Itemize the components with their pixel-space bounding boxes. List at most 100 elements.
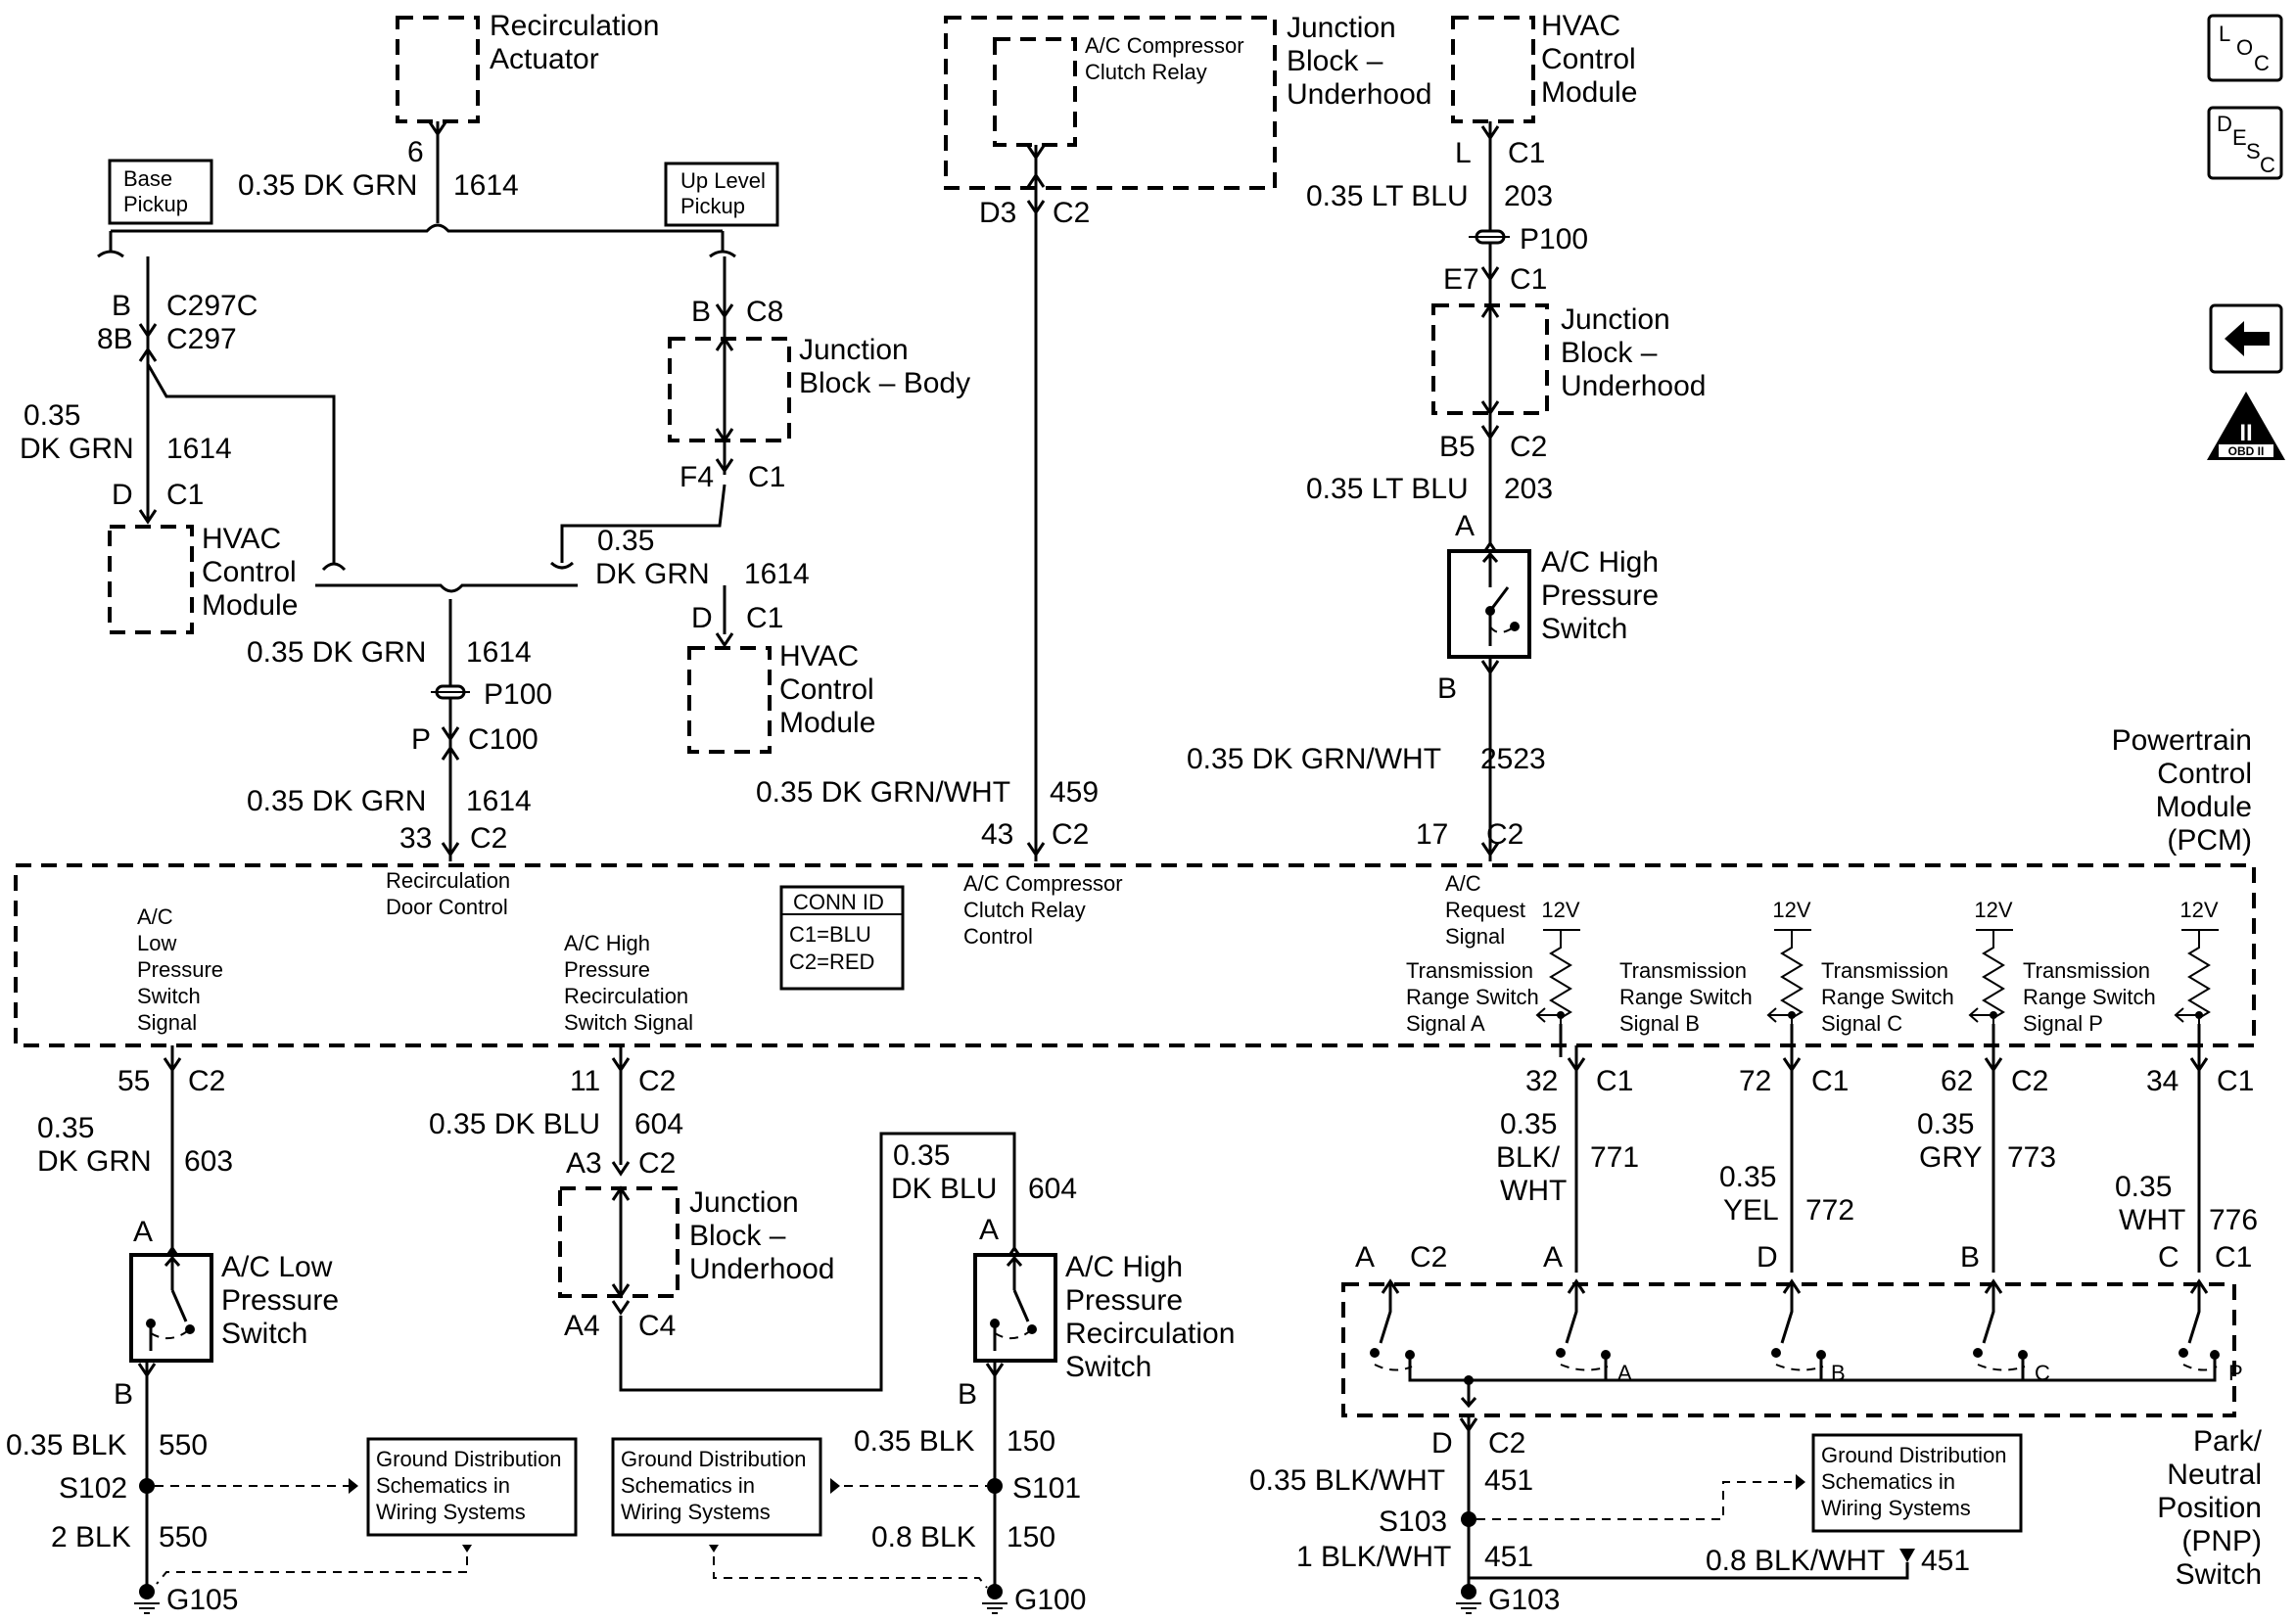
pnp-label-4: (PNP) — [2181, 1525, 2262, 1557]
svg-text:C: C — [2254, 51, 2270, 75]
pin-a-high: A — [1455, 510, 1475, 542]
tr-signal-a: Transmission Range Switch Signal A 12V — [1406, 898, 1580, 1057]
conn-c1-jb-body: C1 — [748, 461, 785, 493]
wire-203-lower: 0.35 LT BLU — [1306, 473, 1469, 505]
tr-signal-b: Transmission Range Switch Signal B 12V — [1619, 898, 1811, 1057]
recirc-actuator-label-1: Recirculation — [490, 10, 659, 42]
wire-1614-top: 0.35 DK GRN — [238, 169, 417, 202]
svg-text:Signal P: Signal P — [2023, 1011, 2103, 1036]
conn-c1-e7: C1 — [1510, 263, 1547, 296]
circuit-776: 776 — [2209, 1204, 2258, 1236]
pin-32: 32 — [1525, 1065, 1558, 1097]
pcm-label-4: (PCM) — [2167, 824, 2252, 857]
pcm-sig-request-3: Signal — [1445, 924, 1505, 949]
pnp-label-1: Park/ — [2193, 1425, 2263, 1458]
circuit-2523: 2523 — [1480, 743, 1546, 775]
ac-low-switch-label-3: Switch — [221, 1318, 307, 1350]
pin-d-pnp: D — [1431, 1427, 1453, 1460]
pin-b5: B5 — [1439, 431, 1476, 463]
pin-11: 11 — [570, 1065, 600, 1097]
circuit-451c: 451 — [1921, 1545, 1970, 1577]
svg-text:Wiring Systems: Wiring Systems — [1821, 1496, 1971, 1520]
wire-451c: 0.8 BLK/WHT — [1706, 1545, 1885, 1577]
circuit-203-lower: 203 — [1504, 473, 1553, 505]
ac-high-switch-label-3: Switch — [1541, 613, 1627, 645]
back-arrow-button[interactable] — [2209, 303, 2283, 374]
jb-body-label-1: Junction — [799, 334, 909, 366]
conn-c4: C4 — [638, 1310, 676, 1342]
conn-c2-b5: C2 — [1510, 431, 1547, 463]
conn-c1-32: C1 — [1596, 1065, 1633, 1097]
wire-035-772: 0.35 — [1719, 1161, 1776, 1193]
svg-text:Transmission: Transmission — [1619, 958, 1747, 983]
svg-text:E: E — [2232, 125, 2247, 150]
wire-604-left: 0.35 DK BLU — [429, 1108, 600, 1140]
loc-nav-button[interactable]: L O C — [2207, 14, 2283, 82]
pin-33: 33 — [399, 822, 432, 855]
wire-550: 0.35 BLK — [6, 1429, 126, 1461]
conn-id-box — [779, 885, 905, 991]
circuit-150b: 150 — [1007, 1521, 1055, 1553]
hvac-left-label-3: Module — [202, 589, 298, 622]
wire-dkgrn-mid: DK GRN — [595, 558, 710, 590]
hvac-right-label-1: HVAC — [1541, 10, 1620, 42]
jb-underhood-bottom-label-3: Underhood — [689, 1253, 834, 1285]
conn-c297c: C297C — [166, 290, 258, 322]
circuit-459: 459 — [1050, 776, 1099, 809]
svg-text:Wiring Systems: Wiring Systems — [621, 1500, 771, 1524]
ac-relay-label-2: Clutch Relay — [1085, 60, 1207, 84]
splice-s101: S101 — [1012, 1472, 1081, 1505]
recirc-actuator-label-2: Actuator — [490, 43, 599, 75]
pcm-label-1: Powertrain — [2112, 724, 2252, 757]
circuit-203-top: 203 — [1504, 180, 1553, 212]
svg-text:S: S — [2246, 139, 2261, 163]
pcm-sig-relay-2: Clutch Relay — [963, 898, 1086, 922]
circuit-604-left: 604 — [634, 1108, 683, 1140]
base-pickup-label-2: Pickup — [123, 192, 188, 216]
ac-high-switch-label-1: A/C High — [1541, 546, 1659, 579]
circuit-1614-left: 1614 — [166, 433, 232, 465]
svg-text:Ground Distribution: Ground Distribution — [376, 1447, 562, 1471]
conn-c2-a3: C2 — [638, 1147, 676, 1180]
wire-150: 0.35 BLK — [854, 1425, 974, 1458]
circuit-1614-mid: 1614 — [744, 558, 810, 590]
hvac-right-label-2: Control — [1541, 43, 1636, 75]
pin-43: 43 — [981, 818, 1013, 851]
wire-203-top: 0.35 LT BLU — [1306, 180, 1469, 212]
svg-text:12V: 12V — [1974, 898, 2012, 922]
desc-nav-button[interactable]: D E S C — [2207, 106, 2283, 180]
jb-underhood-top-label-1: Junction — [1287, 12, 1396, 44]
conn-c2-pnp-d: C2 — [1488, 1427, 1525, 1460]
pin-b-recirc: B — [958, 1378, 977, 1411]
pin-6: 6 — [407, 136, 424, 168]
circuit-772: 772 — [1805, 1194, 1854, 1227]
pin-34: 34 — [2146, 1065, 2179, 1097]
pin-17: 17 — [1416, 818, 1448, 851]
pin-b-low: B — [114, 1378, 133, 1411]
pcm-sig-low-3: Pressure — [137, 957, 223, 982]
wire-dkblu-604: DK BLU — [891, 1173, 997, 1205]
obd-ii-icon[interactable]: II OBD II — [2207, 392, 2285, 460]
pin-c-pnp-776: C — [2158, 1241, 2179, 1274]
circuit-451: 451 — [1484, 1464, 1533, 1497]
hvac-mid-label-1: HVAC — [779, 640, 859, 672]
conn-c2-d3: C2 — [1053, 197, 1090, 229]
jb-underhood-bottom-label-1: Junction — [689, 1186, 799, 1219]
svg-text:12V: 12V — [1541, 898, 1579, 922]
svg-text:O: O — [2236, 35, 2253, 60]
conn-c2-pnp: C2 — [1410, 1241, 1447, 1274]
base-pickup-box — [108, 159, 213, 225]
wire-2523: 0.35 DK GRN/WHT — [1187, 743, 1441, 775]
circuit-1614-lower: 1614 — [466, 636, 532, 669]
hvac-left-box — [108, 525, 194, 634]
svg-text:II: II — [2239, 420, 2252, 446]
wire-459: 0.35 DK GRN/WHT — [756, 776, 1010, 809]
conn-id-c1: C1=BLU — [789, 922, 871, 947]
wire-451b: 1 BLK/WHT — [1296, 1541, 1451, 1573]
ground-dist-box-1 — [366, 1437, 578, 1537]
pin-f4: F4 — [679, 461, 714, 493]
wire-451: 0.35 BLK/WHT — [1249, 1464, 1445, 1497]
circuit-1614-top: 1614 — [453, 169, 519, 202]
